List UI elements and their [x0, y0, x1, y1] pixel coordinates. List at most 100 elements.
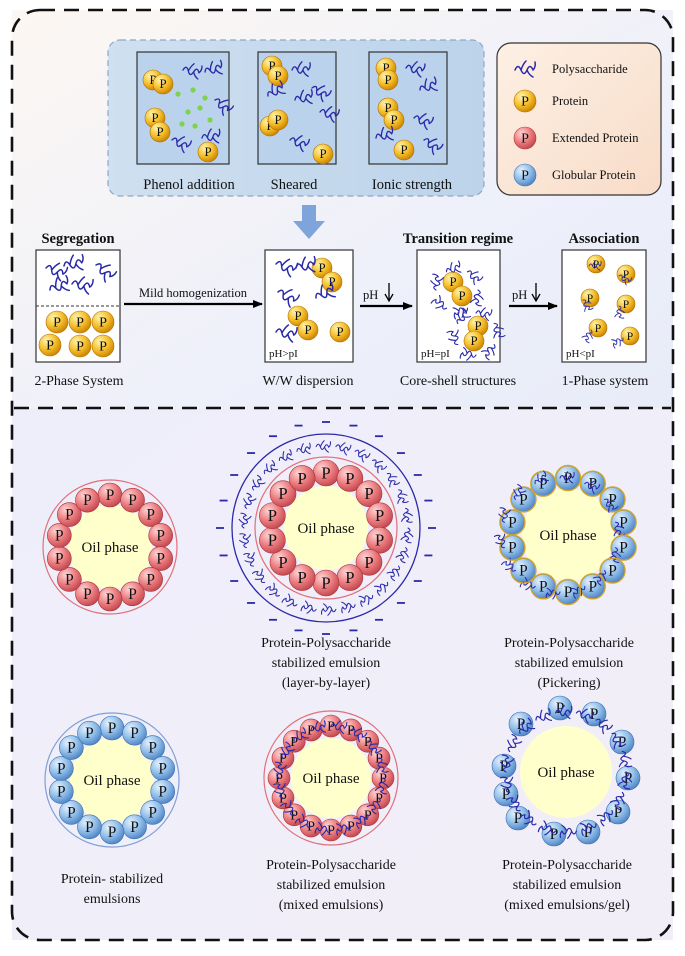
caption-two-phase: 2-Phase System	[34, 374, 123, 389]
polysaccharide-chain	[366, 797, 381, 815]
ring-protein: P	[140, 735, 165, 760]
title-transition: Transition regime	[403, 231, 514, 247]
polysaccharide-chain	[300, 600, 317, 614]
ring-protein: P	[269, 480, 297, 508]
legend-protein: Protein	[552, 94, 589, 108]
ring-protein: P	[336, 564, 364, 591]
oil-phase-label: Oil phase	[81, 540, 138, 556]
polysaccharide-chain	[374, 777, 389, 795]
svg-text:P: P	[158, 760, 167, 777]
polysaccharide-chain	[372, 459, 388, 474]
svg-text:P: P	[156, 125, 163, 139]
ring-protein: P	[138, 567, 163, 592]
ring-protein: P	[138, 502, 163, 527]
protein-particle: P	[267, 65, 289, 87]
polysaccharide-chain	[275, 258, 299, 278]
svg-text:P: P	[364, 734, 372, 750]
polysaccharide-chain	[311, 85, 332, 103]
svg-text:P: P	[618, 734, 627, 751]
ring-protein: P	[47, 523, 72, 548]
svg-text:P: P	[500, 758, 509, 775]
label-ph-1: pH	[363, 288, 378, 302]
polysaccharide-chain	[319, 106, 340, 123]
polysaccharide-chain	[513, 484, 527, 500]
svg-text:P: P	[268, 506, 277, 525]
protein-particle: P	[38, 333, 62, 357]
phenol-dot	[207, 117, 213, 123]
phenol-dot	[185, 109, 191, 115]
protein-particle: P	[541, 821, 567, 847]
svg-text:P: P	[128, 492, 137, 509]
svg-text:P: P	[519, 563, 528, 580]
ring-protein: P	[150, 756, 175, 781]
svg-text:P: P	[390, 113, 397, 127]
polysaccharide-chain	[264, 582, 280, 597]
caption-gel-2: stabilized emulsion	[513, 878, 621, 893]
svg-text:P: P	[268, 531, 277, 550]
title-association: Association	[569, 231, 640, 247]
polysaccharide-chain	[592, 570, 607, 586]
caption-lbl-3: (layer-by-layer)	[282, 676, 371, 691]
protein-particle: P	[329, 321, 351, 343]
svg-text:P: P	[46, 338, 54, 354]
ring-protein: P	[148, 523, 173, 548]
polysaccharide-chain	[501, 557, 516, 572]
ring-protein: P	[49, 779, 74, 804]
polysaccharide-chain	[595, 718, 613, 735]
polysaccharide-chain	[570, 585, 586, 599]
svg-text:P: P	[328, 275, 335, 289]
legend-box	[496, 42, 662, 196]
polysaccharide-chain	[469, 289, 484, 307]
svg-text:P: P	[347, 723, 355, 739]
ring-protein: P	[259, 526, 286, 554]
polysaccharide-chain	[281, 593, 298, 607]
svg-text:P: P	[156, 551, 165, 568]
polysaccharide-chain	[579, 823, 597, 837]
oil-phase-label: Oil phase	[83, 773, 140, 789]
polysaccharide-chain	[335, 442, 352, 456]
polysaccharide-chain	[336, 823, 352, 836]
polysaccharide-chain	[413, 113, 435, 131]
svg-text:P: P	[99, 339, 107, 355]
polysaccharide-chain	[252, 568, 266, 584]
polysaccharide-chain	[519, 809, 537, 826]
polysaccharide-chain	[588, 260, 602, 271]
protein-particle: P	[588, 318, 608, 338]
protein-particle: P	[581, 701, 607, 727]
caption-gel-1: Protein-Polysaccharide	[502, 858, 632, 873]
svg-text:P: P	[290, 734, 298, 750]
svg-text:P: P	[470, 334, 477, 348]
polysaccharide-chain	[505, 794, 521, 812]
svg-text:P: P	[108, 824, 117, 841]
polysaccharide-chain	[430, 294, 448, 310]
svg-text:P: P	[521, 94, 529, 110]
svg-text:P: P	[584, 824, 593, 841]
polysaccharide-chain	[608, 547, 621, 563]
polysaccharide-chain	[475, 307, 493, 322]
polysaccharide-chain	[559, 471, 575, 484]
ring-protein: P	[97, 586, 123, 612]
down-arrow	[293, 205, 325, 239]
svg-text:P: P	[55, 527, 64, 544]
svg-text:P: P	[57, 784, 66, 801]
polysaccharide-chain	[295, 255, 316, 273]
polysaccharide-chain	[293, 727, 309, 742]
legend-extended-protein-icon: P	[513, 126, 537, 150]
svg-text:P: P	[149, 73, 156, 87]
svg-text:P: P	[268, 59, 275, 73]
polysaccharide-chain	[584, 480, 601, 494]
protein-particle: P	[312, 143, 334, 165]
svg-text:P: P	[588, 476, 597, 493]
svg-text:P: P	[146, 571, 155, 588]
protein-particle: P	[149, 121, 171, 143]
svg-text:P: P	[539, 476, 548, 493]
ring-protein: P	[288, 465, 316, 492]
svg-text:P: P	[151, 111, 158, 125]
svg-text:P: P	[65, 507, 74, 524]
polysaccharide-chain	[498, 507, 511, 523]
svg-text:P: P	[364, 553, 373, 572]
protein-particle: P	[383, 109, 405, 131]
phenol-dot	[175, 91, 181, 97]
caption-pickering-1: Protein-Polysaccharide	[504, 636, 634, 651]
protein-particle: P	[321, 271, 343, 293]
